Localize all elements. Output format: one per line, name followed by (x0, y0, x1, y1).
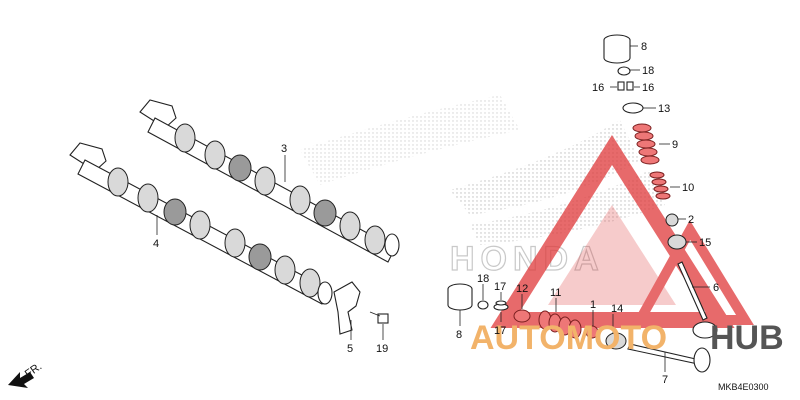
label-10: 10 (682, 182, 694, 194)
label-17-left-a: 17 (494, 281, 506, 293)
retainer-18-top (617, 66, 631, 76)
retainer-18-left (477, 300, 489, 310)
diagram-code: MKB4E0300 (718, 382, 769, 392)
label-16-right: 16 (642, 82, 654, 94)
label-3: 3 (281, 143, 287, 155)
camshaft-3 (139, 99, 400, 263)
leader-lines (156, 45, 710, 372)
watermark-brand-right: HUB (710, 319, 784, 357)
spring-10-inner (649, 171, 671, 200)
cotter-16-top (617, 81, 634, 91)
seat-13-top (622, 102, 644, 114)
label-8-left: 8 (456, 329, 462, 341)
front-direction-arrow: FR. (8, 360, 44, 388)
label-2: 2 (688, 214, 694, 226)
label-11: 11 (550, 287, 561, 299)
spring-11-left (538, 310, 582, 339)
label-17-left-b: 17 (494, 325, 506, 337)
honda-wordmark: HONDA (450, 240, 605, 278)
bracket-5 (333, 281, 361, 335)
label-19: 19 (376, 343, 388, 355)
label-18-left: 18 (477, 273, 489, 285)
guide-15-right (667, 234, 687, 250)
label-15: 15 (699, 237, 711, 249)
bolt-19 (369, 311, 389, 324)
label-1: 1 (590, 299, 596, 311)
seal-12-left (513, 309, 531, 323)
camshaft-4 (69, 142, 333, 305)
label-8-top: 8 (641, 41, 647, 53)
label-18-top: 18 (642, 65, 654, 77)
label-5: 5 (347, 343, 353, 355)
seal-2-right (665, 213, 679, 227)
watermark-brand-left: AUTOMOTO (470, 319, 667, 357)
label-14: 14 (611, 303, 623, 315)
label-12: 12 (516, 283, 528, 295)
valve-6 (677, 261, 718, 339)
automotohub-logo-triangle (490, 135, 754, 328)
seat-1-left (585, 325, 599, 339)
guide-14-left (605, 332, 627, 350)
label-13: 13 (658, 103, 670, 115)
spring-9-outer (632, 123, 660, 165)
label-9: 9 (672, 139, 678, 151)
label-6: 6 (713, 282, 719, 294)
label-16-left: 16 (592, 82, 604, 94)
label-4: 4 (153, 238, 159, 250)
label-7: 7 (662, 374, 668, 386)
shim-8-left (447, 283, 473, 311)
valve-7 (627, 343, 711, 373)
shim-8-top (603, 34, 631, 64)
cotter-17-left (493, 300, 509, 311)
